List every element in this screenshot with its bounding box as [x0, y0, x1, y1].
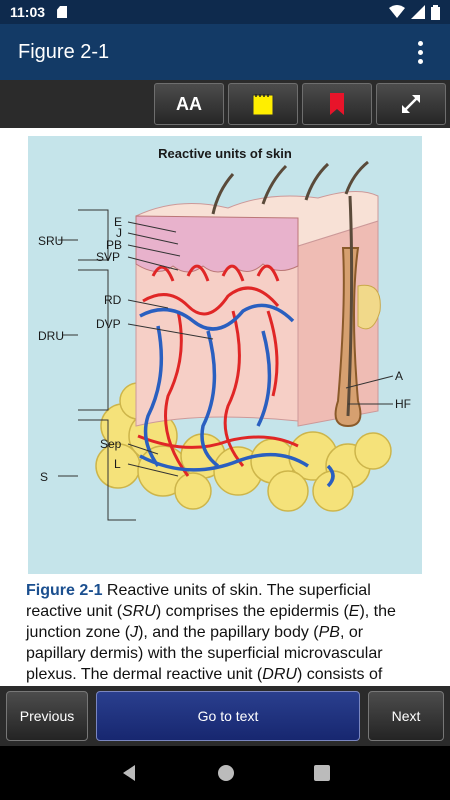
caption-text: ) consists of: [296, 666, 383, 683]
caption-italic: SRU: [122, 603, 156, 620]
label-l: L: [114, 457, 121, 471]
epidermis-band: [135, 215, 299, 273]
figure-toolbar: AA: [0, 80, 450, 128]
page-title: Figure 2-1: [18, 40, 110, 63]
sd-card-icon: [57, 6, 68, 18]
caption-text: ), the junction zone (: [26, 603, 396, 641]
home-icon[interactable]: [217, 764, 235, 782]
hair-in-follicle: [346, 195, 354, 417]
caption-lead: Figure 2-1: [26, 582, 103, 599]
back-icon[interactable]: [120, 764, 138, 782]
status-icons: [389, 4, 440, 20]
overflow-menu-icon[interactable]: [408, 40, 432, 64]
previous-button[interactable]: Previous: [6, 691, 88, 741]
wifi-icon: [389, 5, 405, 18]
label-s: S: [40, 470, 48, 484]
skin-figure: Reactive units of skin: [28, 136, 422, 574]
label-e: E: [114, 215, 122, 229]
sebaceous-gland: [357, 284, 381, 330]
bookmark-button[interactable]: [302, 83, 372, 125]
label-pb: PB: [106, 238, 122, 252]
recents-icon[interactable]: [314, 765, 331, 781]
skin-illustration: SRU DRU S E J PB SVP RD DVP Sep L A HF: [38, 160, 411, 521]
label-dvp: DVP: [96, 317, 121, 331]
hair-follicle: [334, 247, 362, 428]
system-nav-bar: [0, 746, 450, 800]
go-to-text-button[interactable]: Go to text: [96, 691, 360, 741]
caption-text: , or papillary dermis) with the superfic…: [26, 624, 383, 683]
label-svp: SVP: [96, 250, 120, 264]
label-dru: DRU: [38, 329, 64, 343]
arteries: [137, 264, 299, 477]
expand-arrows-icon: [402, 95, 420, 113]
status-time: 11:03: [10, 4, 46, 20]
label-sep: Sep: [100, 437, 122, 451]
status-bar: 11:03: [0, 0, 450, 24]
figure-content: Reactive units of skin: [0, 128, 450, 686]
caption-italic: J: [130, 624, 139, 641]
figure-title: Reactive units of skin: [158, 146, 292, 161]
veins: [139, 303, 335, 488]
bookmark-icon: [330, 93, 344, 115]
bracket-lines: [58, 209, 394, 521]
caption-text: Reactive units of skin. The superficial …: [26, 582, 371, 620]
caption-text: ), and the papillary body (: [138, 624, 319, 641]
next-button[interactable]: Next: [368, 691, 444, 741]
signal-icon: [411, 5, 425, 19]
label-rd: RD: [104, 293, 122, 307]
note-button[interactable]: [228, 83, 298, 125]
hair-shafts: [211, 160, 369, 215]
battery-icon: [431, 4, 440, 20]
label-j: J: [116, 226, 122, 240]
fullscreen-button[interactable]: [376, 83, 446, 125]
label-hf: HF: [395, 397, 411, 411]
bottom-bar: Previous Go to text Next: [0, 686, 450, 746]
caption-italic: DRU: [262, 666, 297, 683]
label-sru: SRU: [38, 234, 63, 248]
font-size-icon: AA: [176, 93, 202, 114]
app-bar: Figure 2-1: [0, 24, 450, 80]
caption-italic: E: [348, 603, 360, 620]
note-icon: [252, 94, 274, 116]
figure-caption: Figure 2-1 Reactive units of skin. The s…: [26, 580, 426, 685]
caption-italic: PB: [318, 624, 340, 641]
caption-text: ) comprises the epidermis (: [155, 603, 349, 620]
label-a: A: [395, 369, 403, 383]
font-size-button[interactable]: AA: [154, 83, 224, 125]
